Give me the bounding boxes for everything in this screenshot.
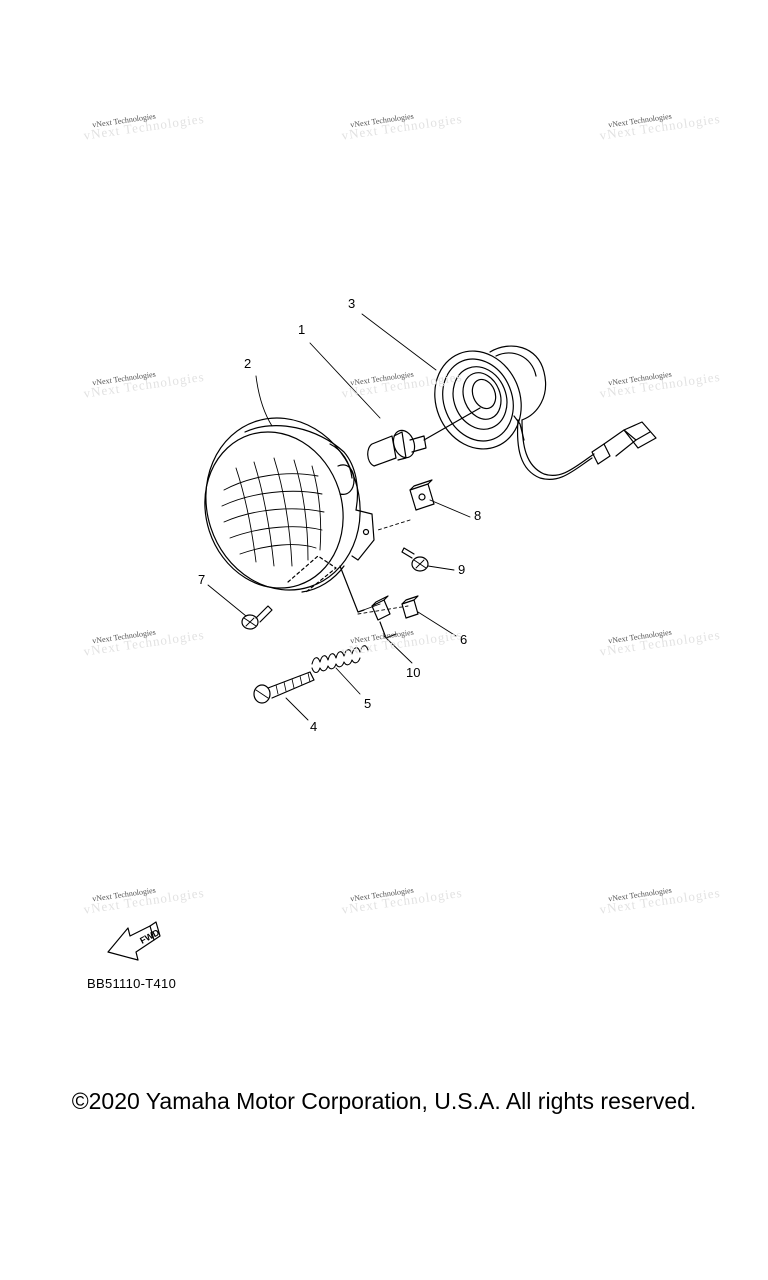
callout-9: 9 — [458, 562, 466, 577]
screw-9 — [401, 547, 429, 572]
bulb — [367, 407, 481, 467]
headlight-housing — [204, 417, 375, 613]
callout-7: 7 — [198, 572, 206, 587]
callout-4: 4 — [310, 719, 318, 734]
callout-2: 2 — [244, 356, 252, 371]
callout-1: 1 — [298, 322, 306, 337]
callout-3: 3 — [348, 296, 356, 311]
socket-assembly — [434, 345, 657, 480]
callout-6: 6 — [460, 632, 468, 647]
callout-8: 8 — [474, 508, 482, 523]
callout-5: 5 — [364, 696, 372, 711]
callout-10: 10 — [406, 665, 421, 680]
nut-6 — [401, 595, 419, 619]
diagram-code: BB51110-T410 — [87, 976, 177, 991]
spring-5 — [311, 645, 369, 674]
nut-clip-8 — [409, 479, 435, 511]
copyright-notice: ©2020 Yamaha Motor Corporation, U.S.A. A… — [71, 1088, 697, 1114]
adjusting-screw-4 — [253, 671, 315, 704]
fwd-arrow-icon — [107, 921, 161, 961]
screw-7 — [241, 605, 273, 630]
leader-lines — [207, 313, 471, 721]
